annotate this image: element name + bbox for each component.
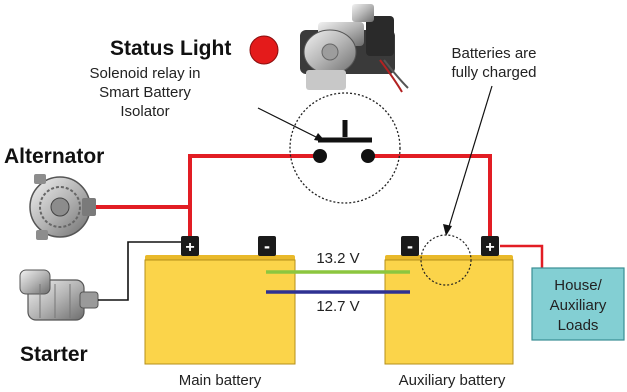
solenoid-label-line3: Isolator [120,103,169,120]
voltage-lower-label: 12.7 V [316,298,359,315]
auxiliary-battery-label: Auxiliary battery [399,372,506,389]
aux-positive-terminal [481,236,499,256]
positive-wiring [92,154,544,268]
starter-motor-icon [19,269,99,321]
main-negative-symbol: - [264,236,270,256]
main-positive-wire [188,154,325,237]
solenoid-pointer [257,107,323,141]
solenoid-label-line1: Solenoid relay in [90,65,201,82]
relay-highlight-circle [289,92,401,204]
aux-battery-body [384,259,514,365]
status-light-label: Status Light [110,37,231,60]
alternator-icon [29,174,96,240]
auxiliary-battery: - + [384,236,514,365]
aux-negative-terminal [401,236,419,256]
voltage-upper-label: 13.2 V [316,250,359,267]
batteries-label-line1: Batteries are [451,45,536,62]
batteries-pointer-arrowhead [443,224,452,236]
main-battery: + - [144,236,296,365]
main-battery-label: Main battery [179,372,262,389]
main-battery-body [144,259,296,365]
main-negative-terminal [258,236,276,256]
relay-switch-icon [313,120,375,163]
main-positive-symbol: + [185,239,194,256]
house-loads-box [531,267,625,341]
house-loads-label-line2: Auxiliary [550,297,607,314]
main-positive-terminal [181,236,199,256]
batteries-label-line2: fully charged [451,64,536,81]
alternator-label: Alternator [4,145,104,168]
starter-label: Starter [20,343,88,366]
aux-positive-wire [365,154,492,237]
house-loads-wire [500,244,544,268]
house-loads-label-line3: Loads [558,317,599,334]
charge-highlight-circle [420,234,472,286]
starter-wire [98,241,190,301]
solenoid-relay-icon [300,4,409,93]
status-light [249,35,279,65]
aux-positive-symbol: + [485,239,494,256]
batteries-pointer [447,85,493,231]
solenoid-label-line2: Smart Battery [99,84,191,101]
house-loads-label-line1: House/ [554,277,602,294]
aux-negative-symbol: - [407,236,413,256]
